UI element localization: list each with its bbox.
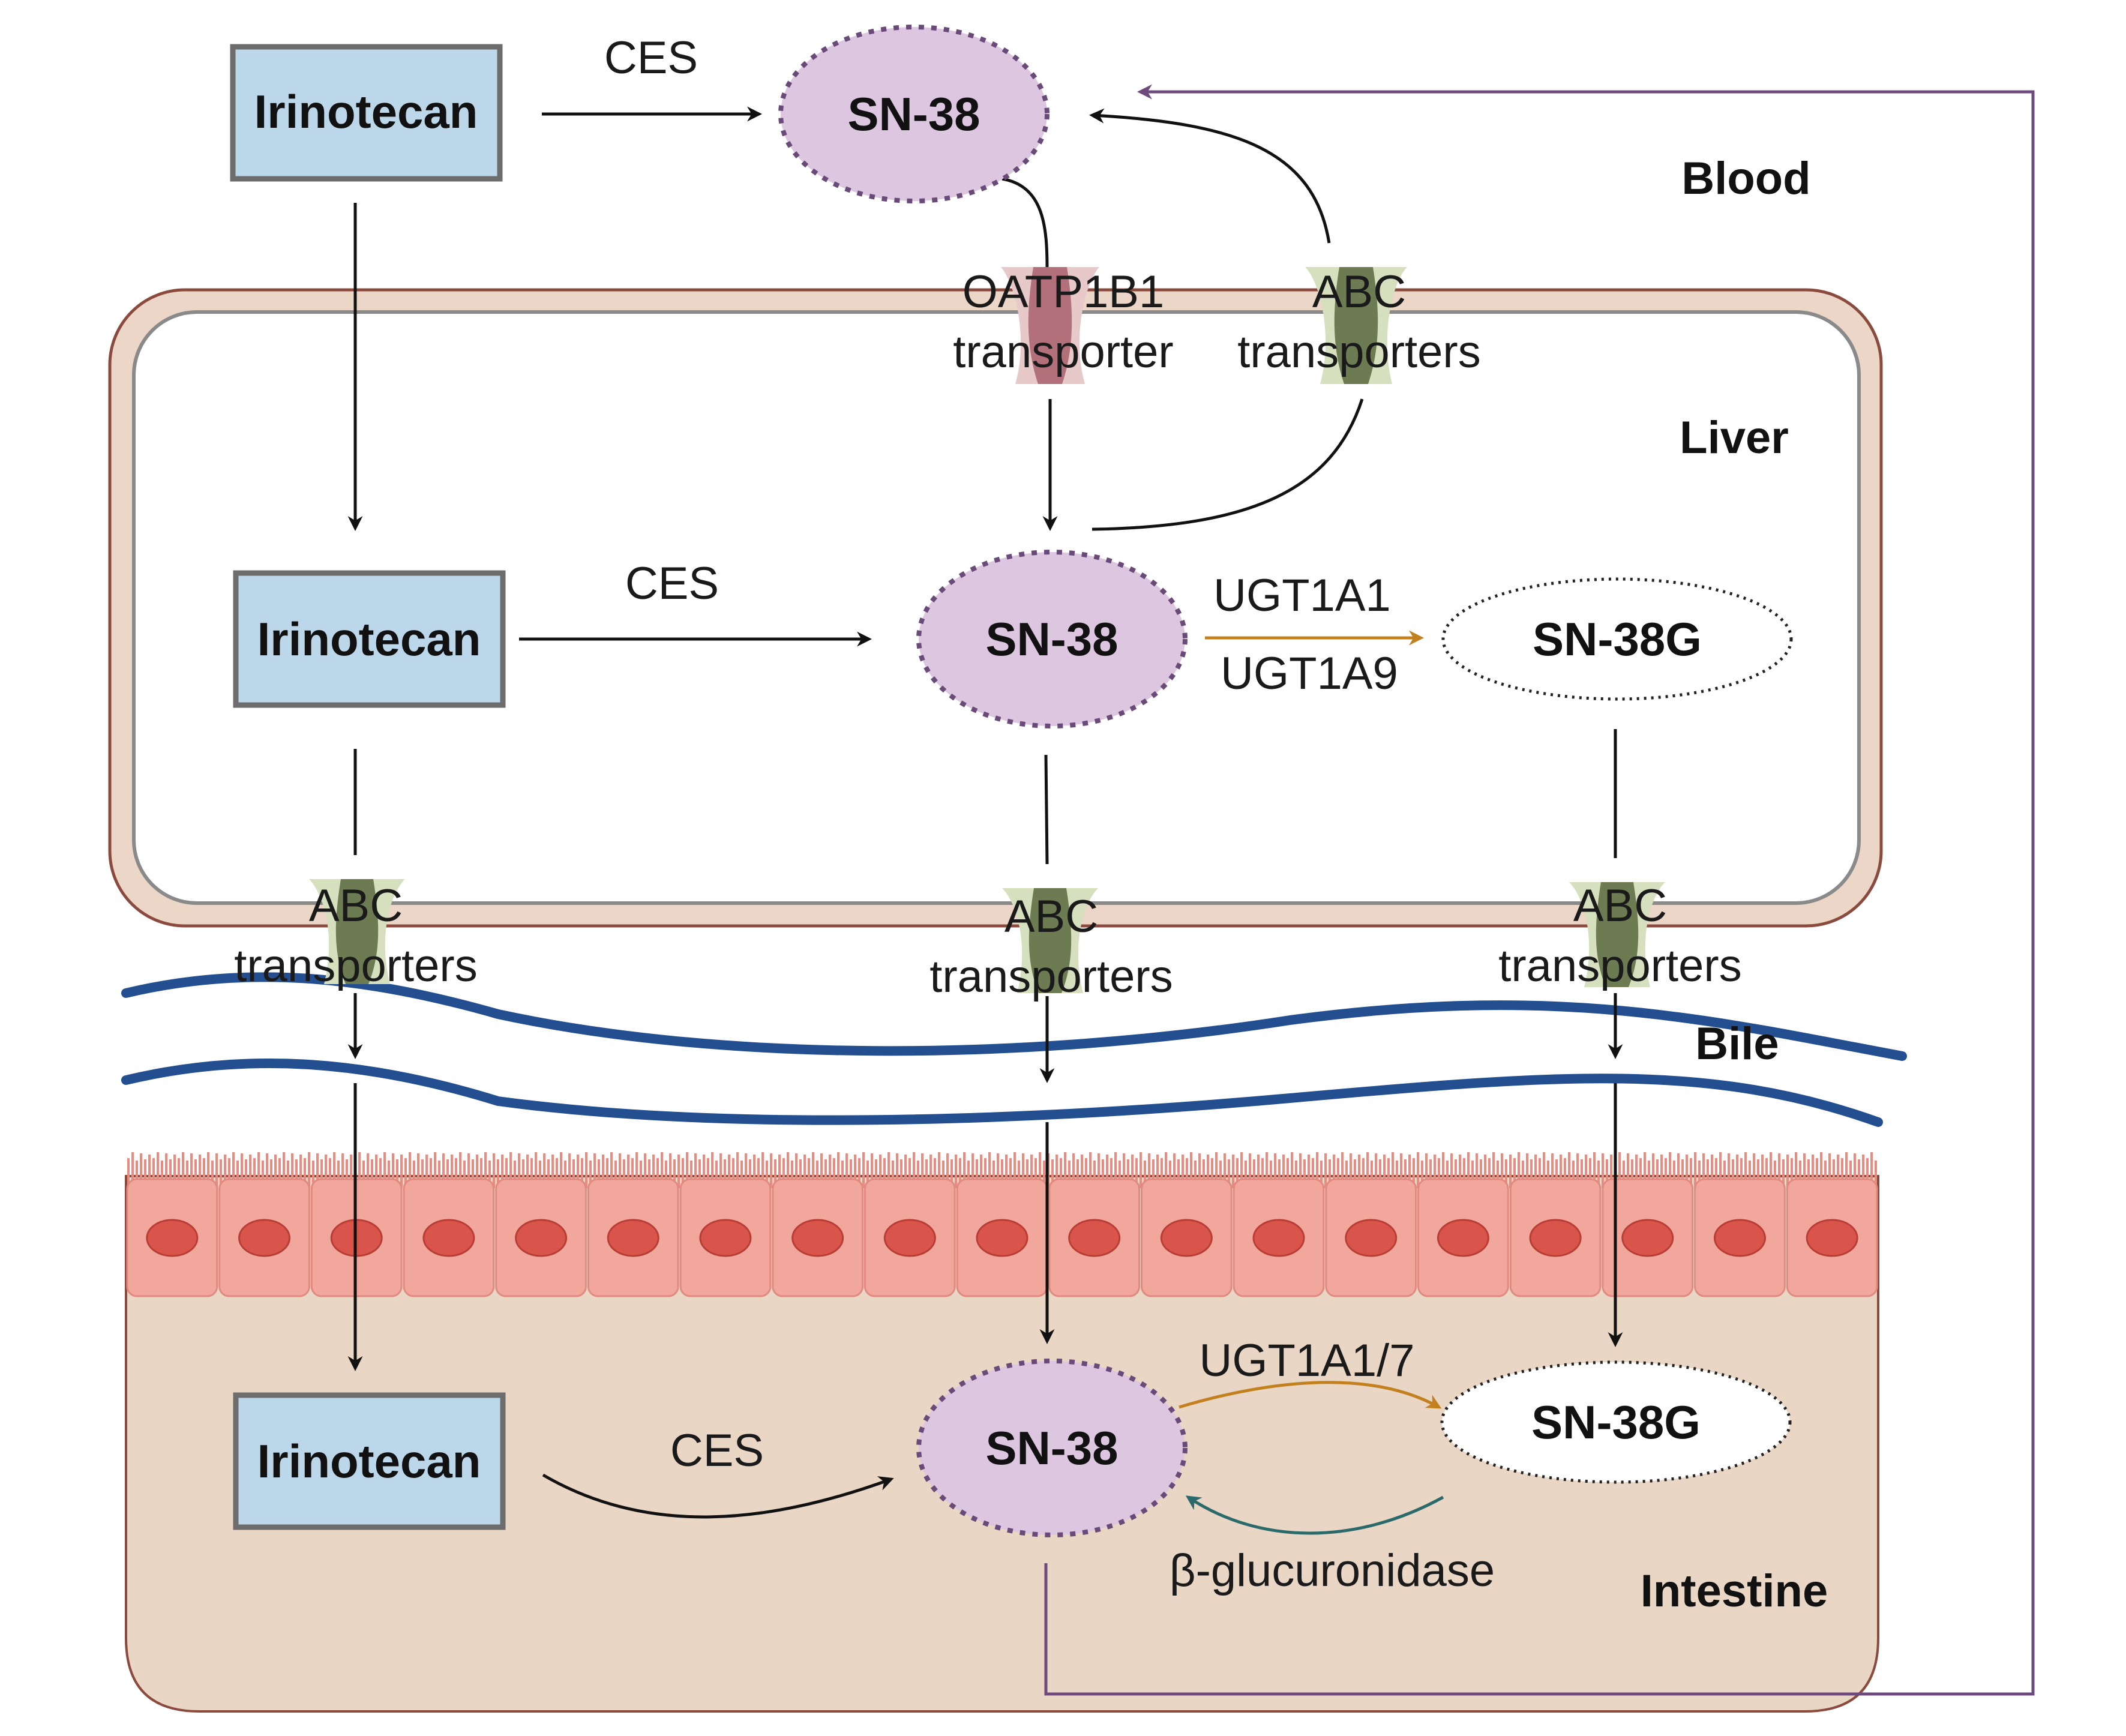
liver-ugt1a1-label: UGT1A1 [1213,570,1391,621]
intestine-sn38g-label: SN-38G [1531,1396,1701,1449]
cell-nucleus [1529,1219,1582,1257]
abc-irinotecan-label-line1: ABC [309,880,403,931]
blood-irinotecan-label: Irinotecan [254,85,478,138]
cell-nucleus [422,1219,475,1257]
abc-sn38-label-line1: ABC [1004,891,1098,942]
intestine-glucuronidase-label: β-glucuronidase [1170,1545,1495,1596]
liver-sn38-label: SN-38 [985,613,1118,665]
cell-nucleus [1806,1219,1858,1257]
arrow-abc-to-blood-sn38 [1089,108,1331,244]
region-label-liver: Liver [1680,412,1789,463]
abc-transporter-blood [1305,267,1407,384]
liver-irinotecan-label: Irinotecan [257,613,481,665]
blood-sn38-node [778,25,1049,203]
arrow-sn38-to-oatp [1001,177,1049,269]
cell-nucleus [1437,1219,1489,1257]
cell-nucleus [238,1219,291,1257]
intestine-sn38-label: SN-38 [985,1422,1118,1474]
cell-nucleus [1621,1219,1674,1257]
oatp1b1-transporter [1001,267,1099,384]
cell-nucleus [883,1219,936,1257]
abc-transporter-liver-sn38g [1569,882,1665,987]
bile-line-lower [121,1058,1883,1127]
cell-nucleus [607,1219,659,1257]
arrow-intestine-ugt [1179,1381,1442,1409]
arrow-liver-sn38-to-abc [1092,398,1364,531]
abc-sn38g-label-line1: ABC [1573,880,1667,931]
region-label-intestine: Intestine [1641,1566,1828,1617]
cell-nucleus [699,1219,752,1257]
cell-nucleus [146,1219,199,1257]
recirculation-line [1044,84,2035,1696]
liver-irinotecan-box [233,570,506,708]
intestine-sn38-node [916,1359,1188,1537]
cell-nucleus [1160,1219,1213,1257]
cell-nucleus [976,1219,1028,1257]
intestine-ugt-label: UGT1A1/7 [1199,1335,1414,1386]
intestine-irinotecan-box [233,1392,506,1530]
blood-irinotecan-box [230,44,503,182]
liver-ugt1a9-label: UGT1A9 [1221,648,1398,699]
cell-nucleus [1713,1219,1766,1257]
cell-nucleus [1068,1219,1121,1257]
region-label-bile: Bile [1695,1018,1779,1069]
abc-blood-label-line2: transporters [1237,326,1481,377]
blood-sn38-label: SN-38 [847,88,980,140]
abc-transporter-liver-irinotecan [309,879,405,984]
region-label-blood: Blood [1681,153,1810,204]
cell-nucleus [1345,1219,1398,1257]
intestinal-epithelium [126,1178,1878,1297]
oatp-label-line1: OATP1B1 [962,266,1165,317]
abc-sn38g-label-line2: transporters [1498,940,1742,991]
intestine-irinotecan-label: Irinotecan [257,1435,481,1488]
abc-blood-label-line1: ABC [1312,266,1406,317]
arrow-intestine-ces [542,1473,894,1519]
oatp-label-line2: transporter [953,326,1174,377]
cell-nucleus [791,1219,844,1257]
blood-ces-label: CES [604,32,698,83]
liver-ces-label: CES [625,558,719,609]
arrow-liver-sn38-to-abc-bottom [1044,754,1049,865]
liver-sn38g-label: SN-38G [1533,613,1702,665]
intestine-sn38g-node [1440,1360,1792,1484]
cell-nucleus [1252,1219,1305,1257]
abc-transporter-liver-sn38 [1002,888,1098,993]
intestine-ces-label: CES [670,1425,764,1476]
abc-irinotecan-label-line2: transporters [234,940,478,991]
abc-sn38-label-line2: transporters [929,951,1173,1002]
liver-sn38g-node [1441,577,1793,701]
liver-sn38-node [916,550,1188,728]
arrow-glucuronidase [1185,1495,1444,1535]
cell-nucleus [515,1219,568,1257]
